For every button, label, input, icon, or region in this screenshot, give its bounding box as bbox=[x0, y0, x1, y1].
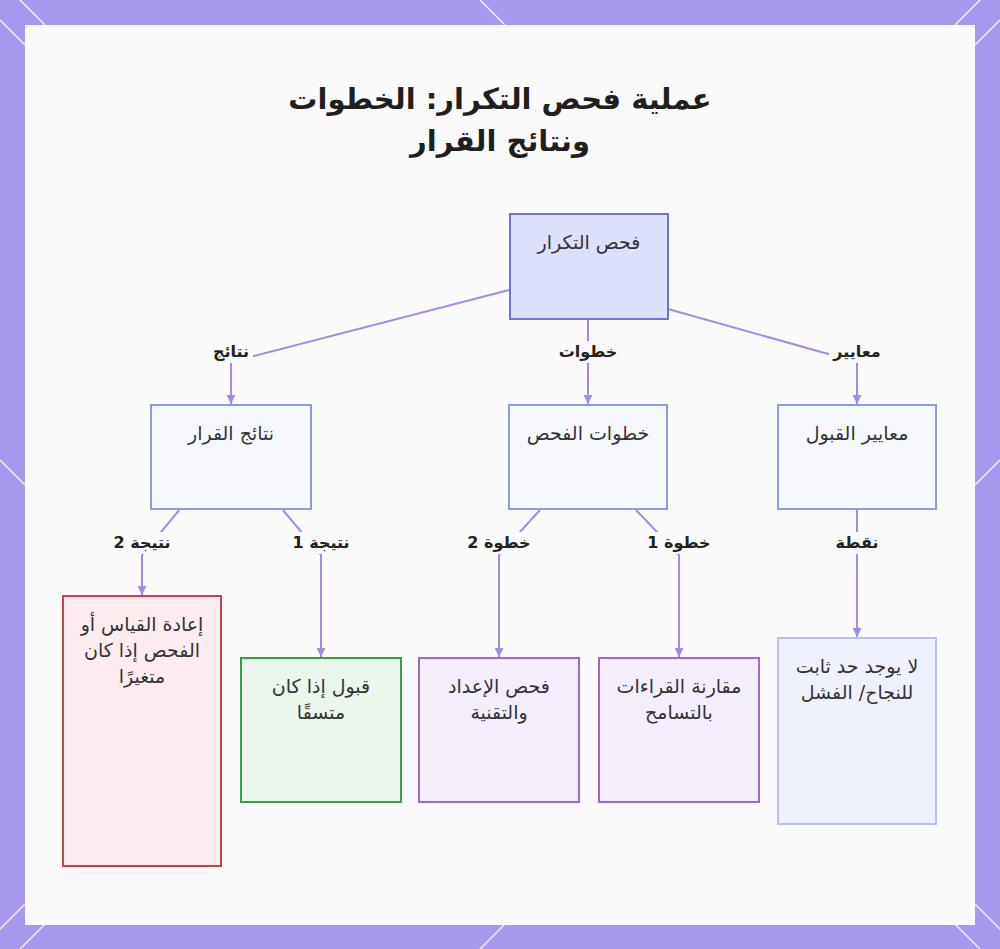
connector-line bbox=[142, 510, 179, 595]
step-box: مقارنة القراءات بالتسامح bbox=[598, 657, 760, 803]
corner-line bbox=[480, 0, 505, 25]
edge-label: خطوة 2 bbox=[463, 532, 534, 553]
corner-line bbox=[975, 20, 1000, 45]
edge-label: نتيجة 2 bbox=[109, 532, 174, 553]
category-box: خطوات الفحص bbox=[508, 404, 668, 510]
corner-line bbox=[975, 460, 1000, 485]
edge-label: نقطة bbox=[832, 532, 883, 553]
connector-line bbox=[587, 320, 589, 404]
edge-label: نتيجة 1 bbox=[288, 532, 353, 553]
corner-line bbox=[480, 924, 505, 949]
connector-line bbox=[231, 290, 509, 404]
node-label: مقارنة القراءات بالتسامح bbox=[610, 673, 748, 725]
step-box: فحص الإعداد والتقنية bbox=[418, 657, 580, 803]
corner-line bbox=[955, 0, 980, 25]
accept-box: قبول إذا كان متسقًا bbox=[240, 657, 402, 803]
node-label: خطوات الفحص bbox=[527, 420, 650, 446]
node-label: قبول إذا كان متسقًا bbox=[252, 673, 390, 725]
corner-line bbox=[20, 924, 45, 949]
diagram-title: عملية فحص التكرار: الخطوات ونتائج القرار bbox=[260, 78, 740, 162]
criteria-box: لا يوجد حد ثابت للنجاح/ الفشل bbox=[777, 637, 937, 825]
node-label: نتائج القرار bbox=[188, 420, 274, 446]
node-label: فحص الإعداد والتقنية bbox=[430, 673, 568, 725]
corner-line bbox=[0, 460, 25, 485]
connector-line bbox=[856, 510, 858, 637]
corner-line bbox=[20, 0, 45, 25]
edge-label: خطوات bbox=[555, 341, 622, 362]
connector-line bbox=[283, 510, 321, 657]
category-box: نتائج القرار bbox=[150, 404, 312, 510]
corner-line bbox=[0, 20, 25, 45]
root-box: فحص التكرار bbox=[509, 213, 669, 320]
corner-line bbox=[955, 924, 980, 949]
node-label: إعادة القياس أو الفحص إذا كان متغيرًا bbox=[74, 611, 210, 690]
corner-line bbox=[0, 904, 25, 929]
node-label: لا يوجد حد ثابت للنجاح/ الفشل bbox=[789, 653, 925, 705]
retry-box: إعادة القياس أو الفحص إذا كان متغيرًا bbox=[62, 595, 222, 867]
connector-line bbox=[669, 309, 857, 404]
edge-label: خطوة 1 bbox=[643, 532, 714, 553]
node-label: فحص التكرار bbox=[538, 229, 641, 255]
connector-line bbox=[636, 510, 679, 657]
corner-line bbox=[975, 904, 1000, 929]
edge-label: نتائج bbox=[209, 341, 253, 362]
connector-line bbox=[499, 510, 540, 657]
edge-label: معايير bbox=[829, 341, 884, 362]
category-box: معايير القبول bbox=[777, 404, 937, 510]
node-label: معايير القبول bbox=[806, 420, 909, 446]
